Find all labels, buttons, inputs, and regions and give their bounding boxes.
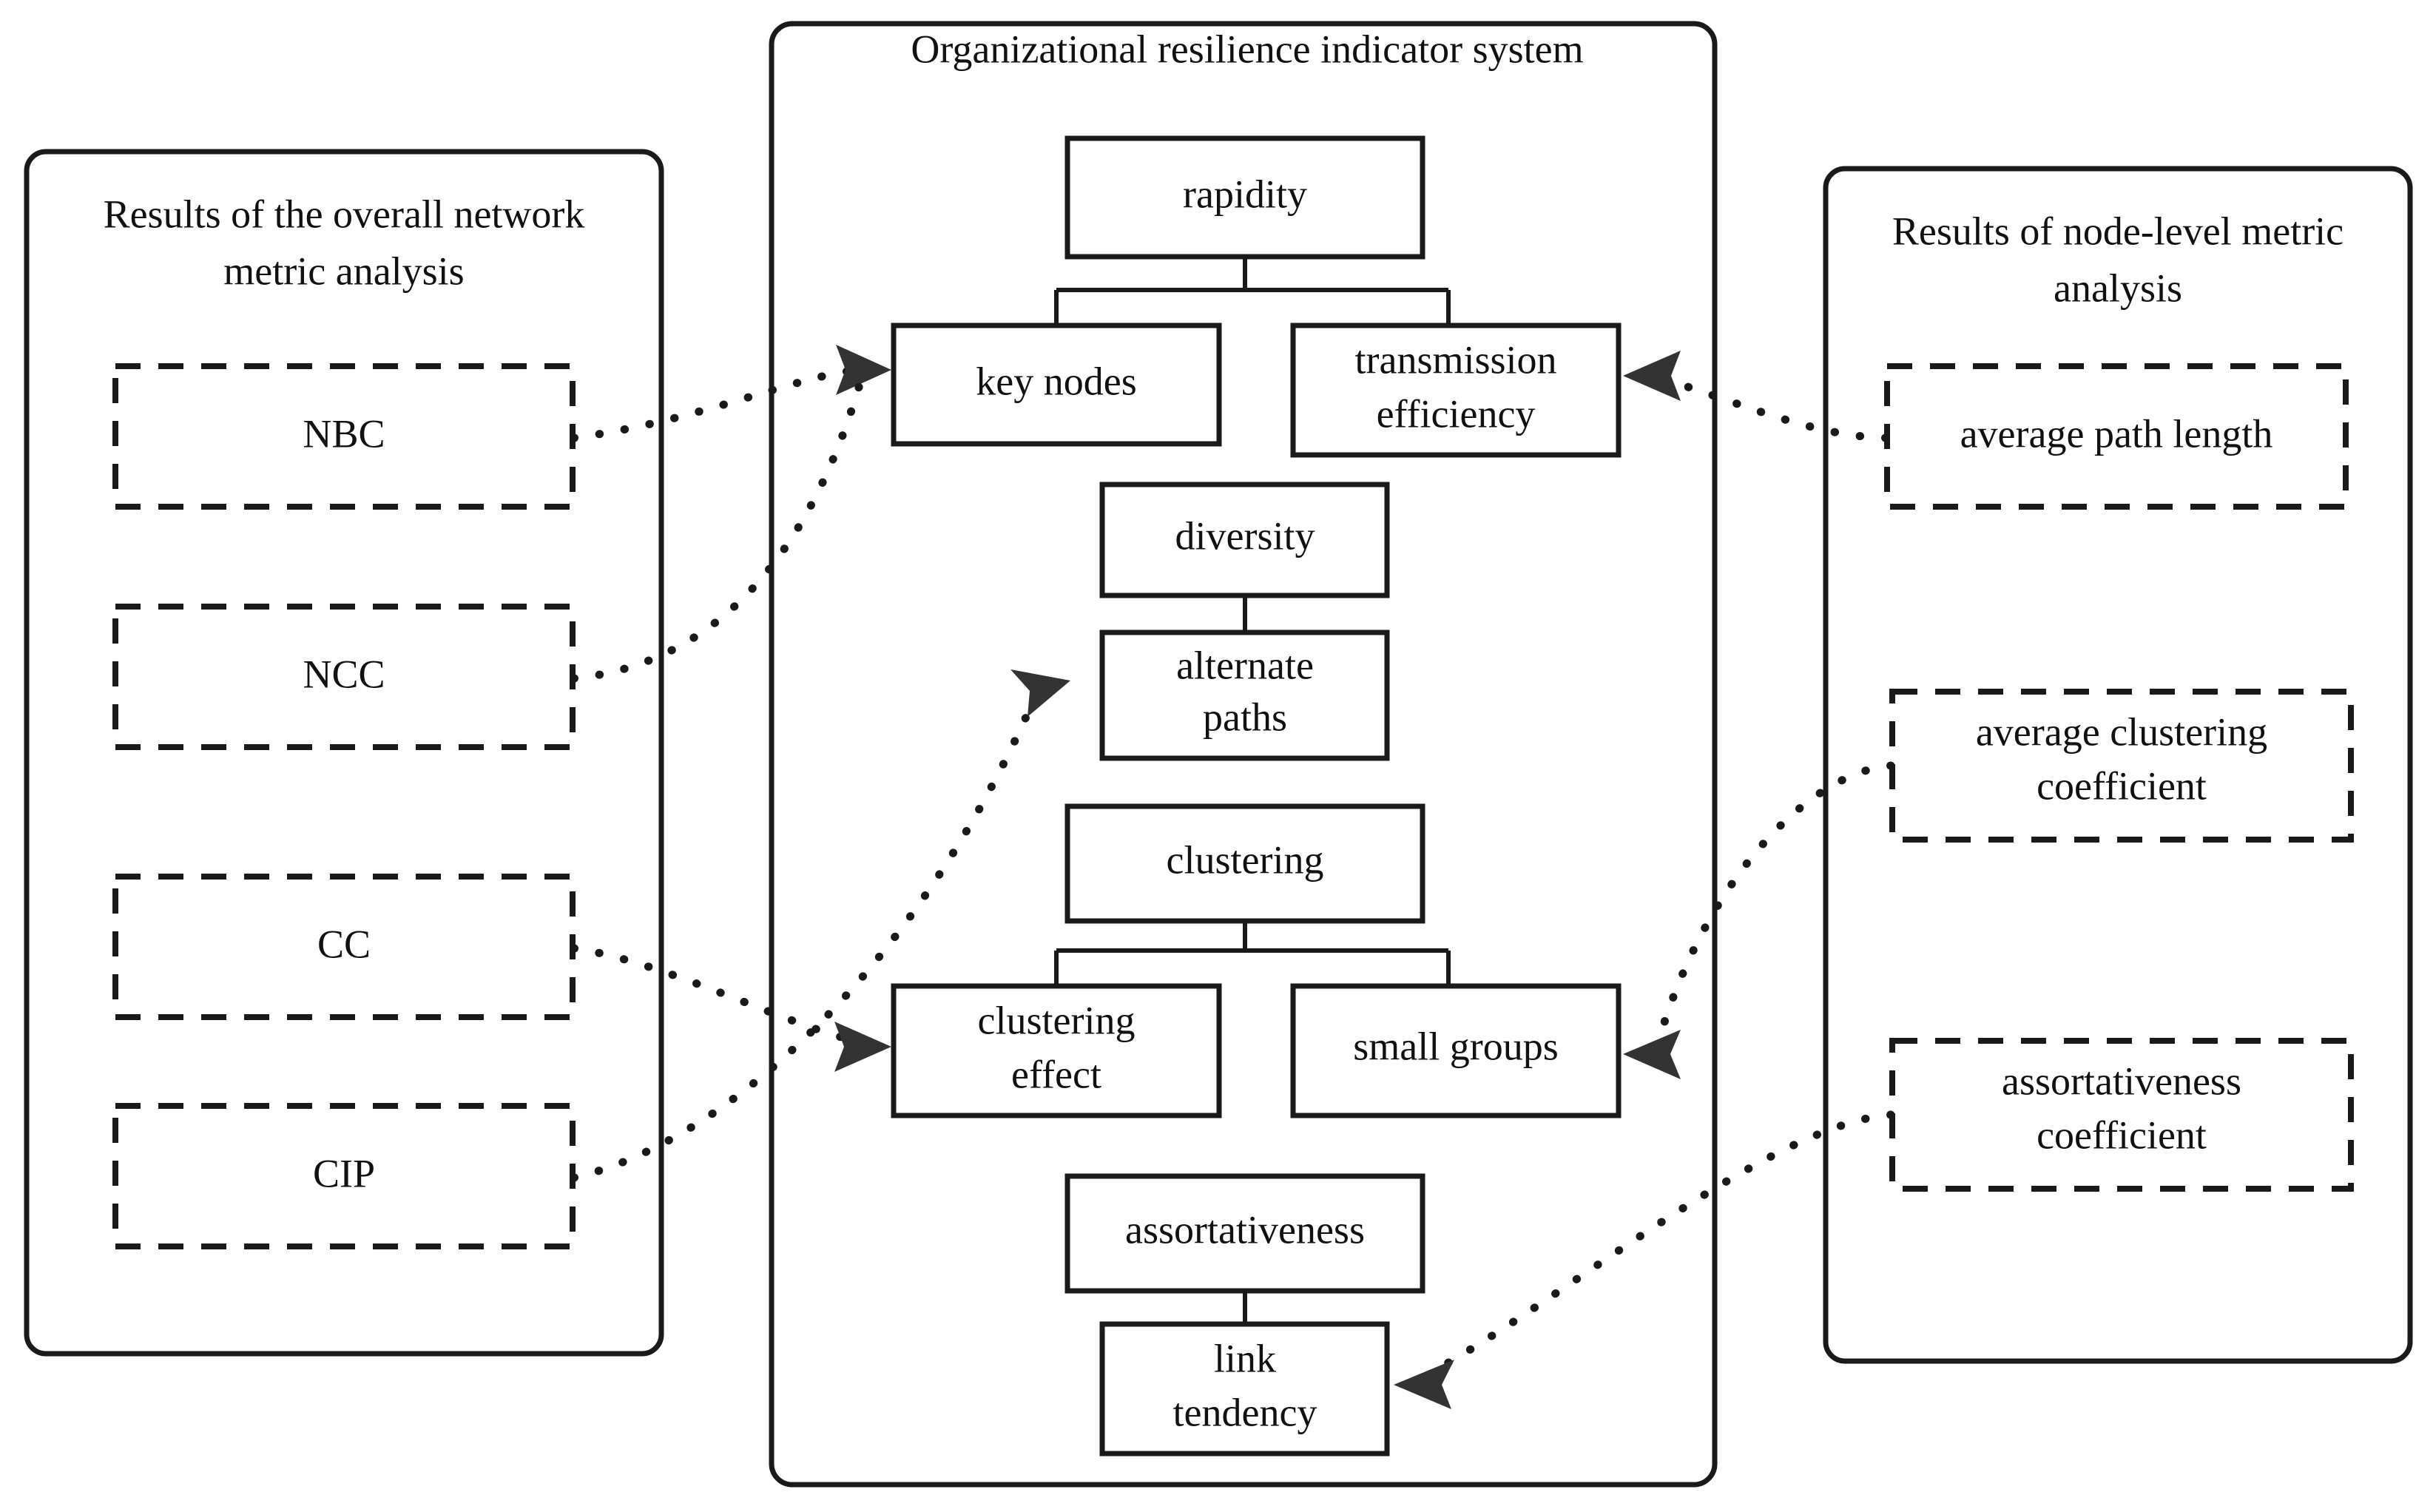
- node-box-clustering-effect[interactable]: [891, 983, 1222, 1118]
- node-label-alternate-paths-line1: alternate: [1176, 643, 1314, 687]
- arrow-head-asc-link-tendency: [1394, 1360, 1454, 1409]
- metric-box-cc[interactable]: [112, 874, 576, 1020]
- node-box-alternate-paths[interactable]: [1099, 630, 1390, 761]
- metric-label-cip: CIP: [313, 1151, 375, 1195]
- node-box-key-nodes[interactable]: [891, 323, 1222, 447]
- left-panel: Results of the overall network metric an…: [24, 149, 664, 1357]
- metric-box-nbc[interactable]: [112, 363, 576, 510]
- node-label-diversity: diversity: [1175, 513, 1315, 558]
- node-label-link-tendency-line1: link: [1214, 1336, 1276, 1380]
- right-panel-title-line1: Results of node-level metric: [1892, 209, 2344, 253]
- left-panel-title-line1: Results of the overall network: [104, 192, 585, 236]
- node-box-transmission-efficiency[interactable]: [1290, 323, 1622, 458]
- mapping-link-cc-clustering-effect: [570, 944, 863, 1046]
- mapping-link-asc-link-tendency: [1427, 1110, 1895, 1377]
- center-panel-title: Organizational resilience indicator syst…: [911, 27, 1583, 71]
- mapping-links: [570, 345, 1895, 1409]
- node-label-rapidity: rapidity: [1183, 172, 1307, 216]
- tree-connector-rapidity: [1054, 257, 1451, 325]
- metric-box-assortativeness-coefficient[interactable]: [1889, 1038, 2354, 1192]
- right-panel-title-line2: analysis: [2054, 266, 2182, 310]
- node-box-clustering[interactable]: [1064, 803, 1425, 924]
- node-label-transmission-efficiency-line2: efficiency: [1377, 391, 1536, 436]
- left-panel-title-line2: metric analysis: [223, 249, 464, 293]
- metric-box-cip[interactable]: [112, 1103, 576, 1249]
- node-label-clustering-effect-line2: effect: [1011, 1052, 1101, 1096]
- metric-box-average-clustering-coefficient[interactable]: [1889, 689, 2354, 843]
- mapping-link-nbc-key-nodes: [570, 365, 863, 442]
- metric-label-average-path-length: average path length: [1960, 411, 2273, 456]
- node-label-small-groups: small groups: [1353, 1024, 1559, 1068]
- center-panel: Organizational resilience indicator syst…: [769, 21, 1718, 1488]
- metric-label-assortativeness-coefficient-line1: assortativeness: [2002, 1059, 2241, 1103]
- metric-label-average-clustering-coefficient-line2: coefficient: [2037, 763, 2207, 808]
- node-box-rapidity[interactable]: [1064, 135, 1425, 260]
- arrow-head-acc-small-groups: [1623, 1030, 1681, 1079]
- node-box-diversity[interactable]: [1099, 482, 1390, 598]
- node-label-link-tendency-line2: tendency: [1173, 1390, 1317, 1434]
- metric-label-cc: CC: [317, 922, 371, 966]
- node-label-clustering-effect-line1: clustering: [978, 998, 1136, 1042]
- node-label-alternate-paths-line2: paths: [1203, 695, 1287, 739]
- arrow-head-apl-transmission-efficiency: [1623, 351, 1681, 401]
- tree-connector-clustering: [1054, 921, 1451, 986]
- mapping-link-apl-transmission-efficiency: [1655, 374, 1890, 442]
- metric-label-ncc: NCC: [303, 652, 385, 696]
- metric-label-average-clustering-coefficient-line1: average clustering: [1976, 709, 2267, 754]
- arrow-head-cip-alternate-paths: [1010, 669, 1070, 717]
- metric-box-ncc[interactable]: [112, 604, 576, 750]
- metric-label-assortativeness-coefficient-line2: coefficient: [2037, 1113, 2207, 1157]
- node-label-transmission-efficiency-line1: transmission: [1354, 337, 1556, 382]
- arrow-head-nbc-key-nodes: [836, 345, 891, 395]
- metric-label-nbc: NBC: [303, 411, 385, 456]
- metric-box-average-path-length[interactable]: [1884, 363, 2349, 510]
- node-label-clustering: clustering: [1167, 837, 1324, 882]
- right-panel: Results of node-level metric analysis av…: [1823, 166, 2413, 1364]
- mapping-link-cip-alternate-paths: [570, 691, 1040, 1182]
- node-box-small-groups[interactable]: [1290, 983, 1622, 1118]
- arrow-head-cc-clustering-effect: [834, 1022, 891, 1072]
- node-box-link-tendency[interactable]: [1099, 1321, 1390, 1457]
- node-label-assortativeness: assortativeness: [1125, 1207, 1365, 1252]
- node-label-key-nodes: key nodes: [976, 359, 1136, 403]
- node-box-assortativeness[interactable]: [1064, 1173, 1425, 1294]
